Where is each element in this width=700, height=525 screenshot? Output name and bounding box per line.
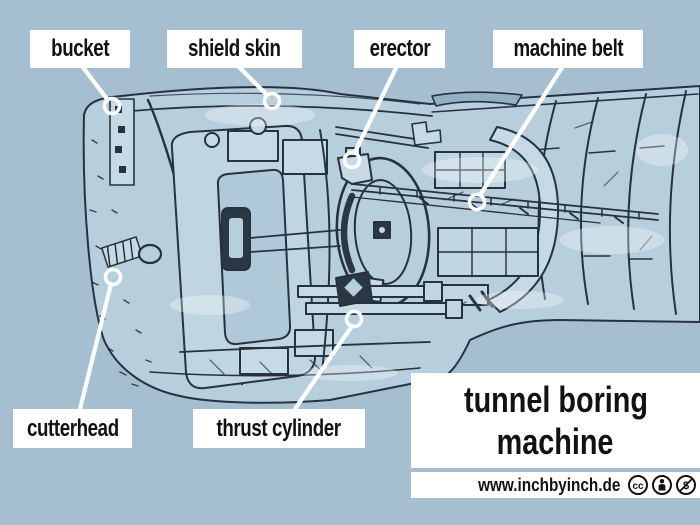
credit-bar: www.inchbyinch.de cc $ xyxy=(411,472,700,498)
by-person-glyph xyxy=(658,479,666,491)
label-thrust-cylinder: thrust cylinder xyxy=(193,409,365,448)
leader-bucket xyxy=(79,63,110,102)
title-line2: machine xyxy=(497,420,614,462)
license-icons: cc $ xyxy=(628,475,696,495)
label-thrust-cylinder-text: thrust cylinder xyxy=(216,414,342,442)
callout-circle-machine-belt xyxy=(467,192,487,212)
label-erector-text: erector xyxy=(369,35,430,62)
label-bucket-text: bucket xyxy=(50,35,109,62)
drive-ring-drawing xyxy=(170,117,341,390)
cc-glyph: cc xyxy=(632,481,644,492)
leader-thrust-cylinder xyxy=(292,323,355,412)
label-cutterhead: cutterhead xyxy=(13,409,132,448)
leader-shield-skin xyxy=(235,63,270,98)
title-box: tunnel boring machine xyxy=(411,373,700,468)
lower-shield-drawing xyxy=(149,290,494,377)
website-text: www.inchbyinch.de xyxy=(477,474,620,495)
label-cutterhead-text: cutterhead xyxy=(26,414,119,442)
label-erector: erector xyxy=(354,30,445,68)
by-icon xyxy=(652,475,672,495)
title-line1: tunnel boring xyxy=(463,378,648,420)
leader-erector xyxy=(352,63,400,155)
callout-circle-thrust-cylinder xyxy=(344,309,364,329)
label-machine-belt: machine belt xyxy=(493,30,643,68)
label-shield-skin-text: shield skin xyxy=(188,35,281,62)
callout-circle-erector xyxy=(342,150,362,170)
highlights xyxy=(170,104,688,381)
label-machine-belt-text: machine belt xyxy=(513,35,623,62)
nc-slash xyxy=(679,478,693,492)
thrust-cylinder-drawing xyxy=(297,271,463,319)
callout-circle-bucket xyxy=(102,96,122,116)
shield-skin-drawing xyxy=(119,91,523,117)
callout-circle-cutterhead xyxy=(103,267,123,287)
label-bucket: bucket xyxy=(30,30,130,68)
leader-lines xyxy=(77,63,566,412)
leader-cutterhead xyxy=(77,281,114,412)
label-shield-skin: shield skin xyxy=(167,30,302,68)
nc-icon xyxy=(676,475,696,495)
callout-circle-shield-skin xyxy=(262,91,282,111)
cc-icon xyxy=(628,475,648,495)
cutaway-interior-drawing xyxy=(429,126,560,313)
leader-machine-belt xyxy=(477,63,566,198)
